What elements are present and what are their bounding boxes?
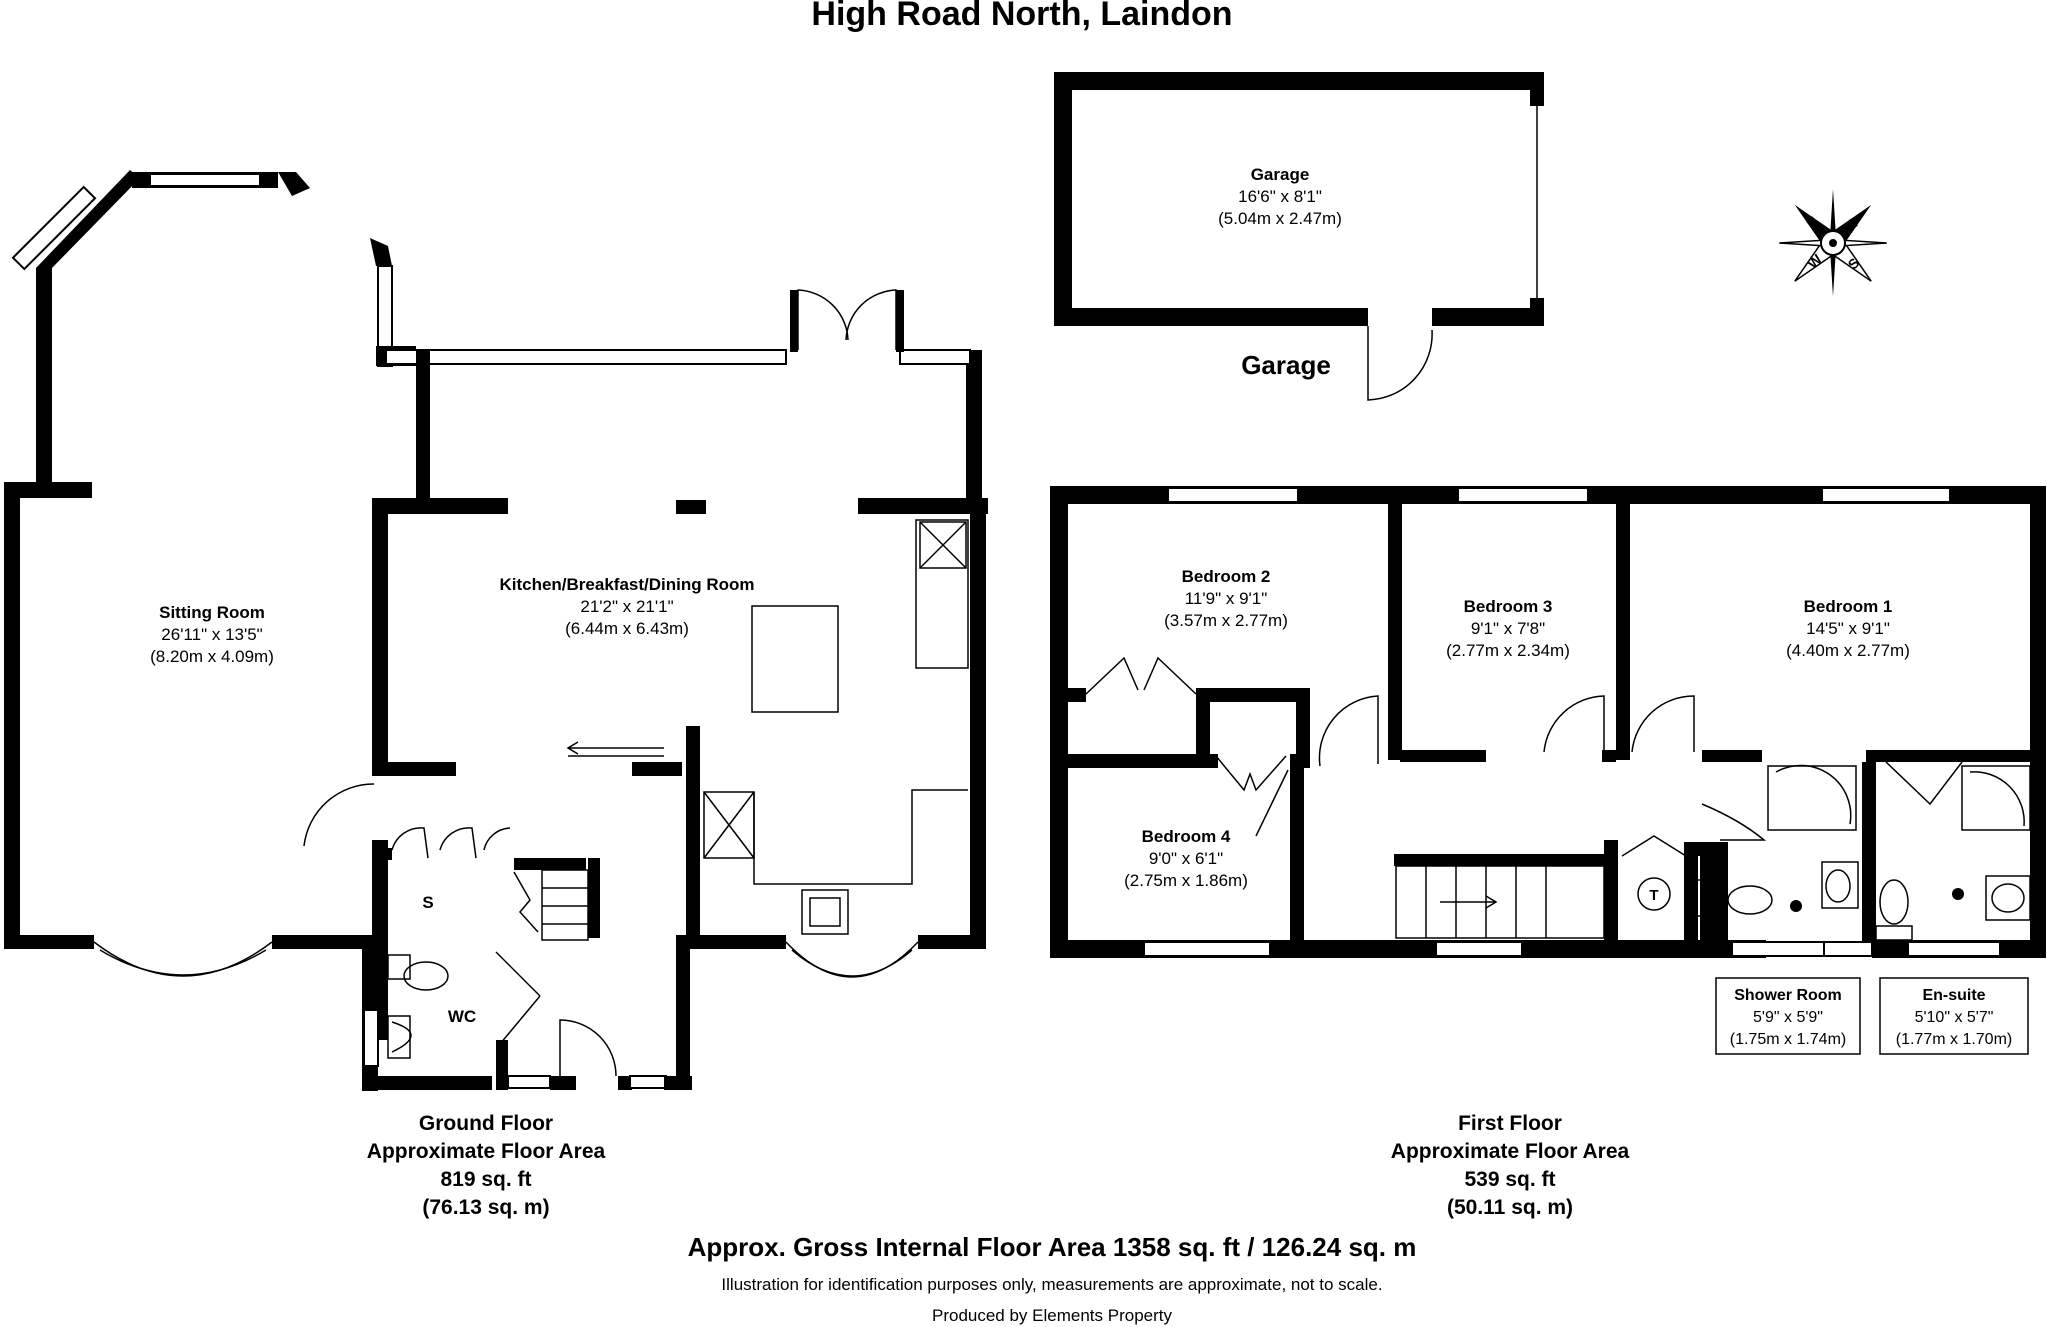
wc-label: WC (448, 1007, 476, 1026)
sitting-room-name: Sitting Room (159, 603, 265, 622)
disclaimer-text: Illustration for identification purposes… (721, 1275, 1382, 1294)
bedroom3-dims-metric: (2.77m x 2.34m) (1446, 641, 1570, 660)
shower-room-dims-metric: (1.75m x 1.74m) (1730, 1031, 1846, 1048)
ground-floor-area-sqm: (76.13 sq. m) (422, 1196, 549, 1219)
kitchen-name: Kitchen/Breakfast/Dining Room (499, 575, 754, 594)
ground-floor-title: Ground Floor (419, 1112, 553, 1135)
tank-label: T (1649, 887, 1658, 904)
ensuite-dims-imperial: 5'10" x 5'7" (1915, 1009, 1994, 1026)
bedroom1-dims-metric: (4.40m x 2.77m) (1786, 641, 1910, 660)
bedroom2-dims-imperial: 11'9" x 9'1" (1185, 589, 1268, 608)
bedroom3-dims-imperial: 9'1" x 7'8" (1471, 619, 1545, 638)
bedroom4-name: Bedroom 4 (1142, 827, 1231, 846)
ensuite-dims-metric: (1.77m x 1.70m) (1896, 1031, 2012, 1048)
kitchen-dims-metric: (6.44m x 6.43m) (565, 619, 689, 638)
bedroom3-name: Bedroom 3 (1464, 597, 1553, 616)
bedroom1-dims-imperial: 14'5" x 9'1" (1806, 619, 1890, 638)
sitting-room-dims-metric: (8.20m x 4.09m) (150, 647, 274, 666)
store-label: S (422, 893, 433, 912)
garage-room-name: Garage (1251, 165, 1310, 184)
first-floor-plan: T (1050, 486, 2046, 1055)
shower-room-dims-imperial: 5'9" x 5'9" (1753, 1009, 1823, 1026)
bedroom2-dims-metric: (3.57m x 2.77m) (1164, 611, 1288, 630)
first-floor-area-sqm: (50.11 sq. m) (1447, 1196, 1573, 1219)
sitting-room-dims-imperial: 26'11" x 13'5" (161, 625, 262, 644)
first-floor-title: First Floor (1458, 1112, 1562, 1135)
ground-floor-plan (4, 170, 988, 1091)
ground-floor-area-sqft: 819 sq. ft (440, 1168, 531, 1191)
garage-caption: Garage (1241, 350, 1331, 380)
garage-dims-imperial: 16'6" x 8'1" (1238, 187, 1322, 206)
gross-area-total: Approx. Gross Internal Floor Area 1358 s… (688, 1232, 1417, 1262)
bedroom2-name: Bedroom 2 (1182, 567, 1271, 586)
bedroom1-name: Bedroom 1 (1804, 597, 1893, 616)
plan-title: High Road North, Laindon (811, 0, 1232, 33)
bedroom4-dims-metric: (2.75m x 1.86m) (1124, 871, 1248, 890)
kitchen-dims-imperial: 21'2" x 21'1" (580, 597, 673, 616)
first-floor-area-label: Approximate Floor Area (1391, 1140, 1630, 1163)
ground-floor-area-label: Approximate Floor Area (367, 1140, 606, 1163)
first-floor-area-sqft: 539 sq. ft (1464, 1168, 1555, 1191)
garage-plan (1054, 72, 1544, 401)
compass-icon: N E S W (1779, 189, 1887, 297)
garage-dims-metric: (5.04m x 2.47m) (1218, 209, 1342, 228)
bedroom4-dims-imperial: 9'0" x 6'1" (1149, 849, 1223, 868)
ensuite-name: En-suite (1922, 987, 1985, 1004)
shower-room-name: Shower Room (1734, 987, 1842, 1004)
producer-credit: Produced by Elements Property (932, 1306, 1173, 1325)
